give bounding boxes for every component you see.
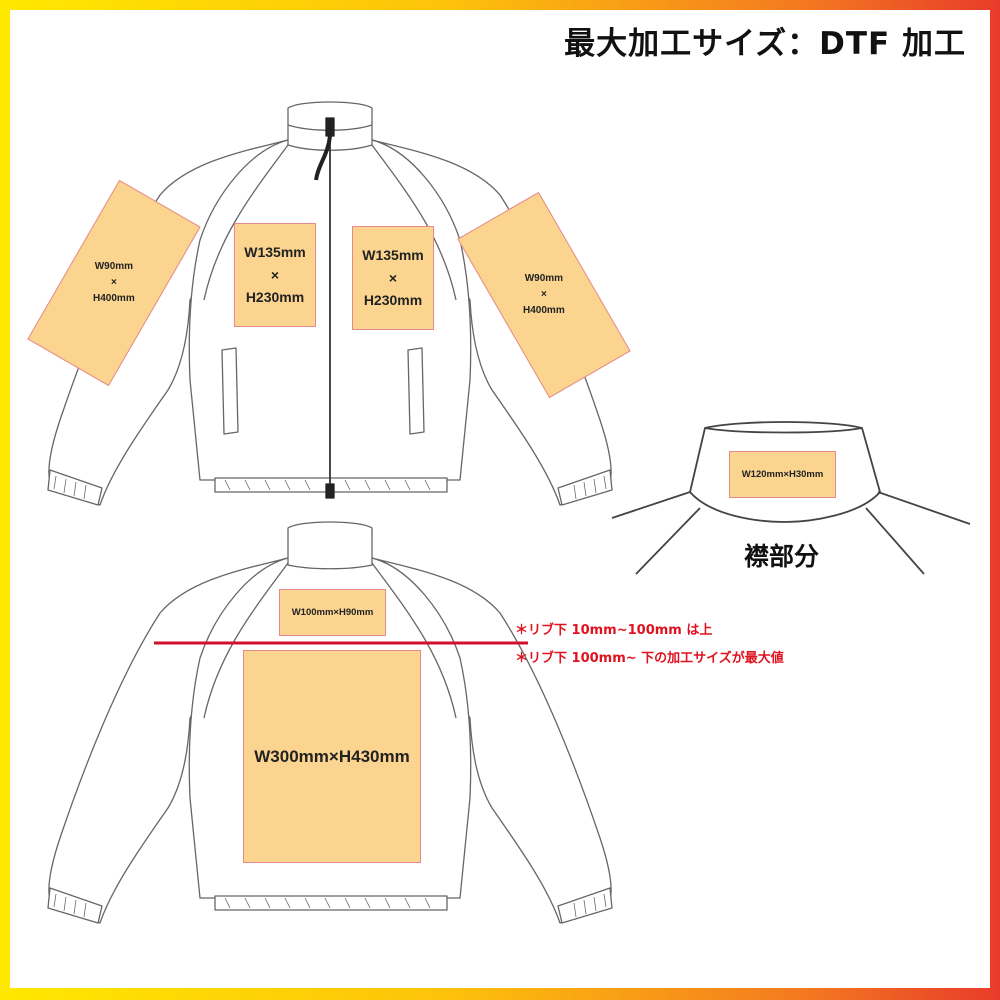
zone-times: × (541, 289, 547, 301)
zone-height: H230mm (245, 289, 305, 306)
page-title: 最大加工サイズ：DTF 加工 (564, 26, 966, 62)
zone-times: × (388, 269, 398, 286)
collar-zone-label: W120mm×H30mm (741, 469, 824, 480)
zone-times: × (111, 276, 117, 288)
back-main-zone-label: W300mm×H430mm (254, 746, 410, 766)
rib-note-upper: ＊リブ下 10mm~100mm は上 (515, 623, 713, 638)
front-chest-left-zone: W135mm × H230mm (234, 223, 316, 327)
zone-width: W135mm (362, 247, 424, 264)
zone-width: W90mm (524, 273, 564, 285)
front-chest-right-zone: W135mm × H230mm (352, 226, 434, 330)
zone-times: × (270, 266, 280, 283)
back-upper-zone: W100mm×H90mm (279, 589, 386, 636)
zone-width: W135mm (244, 244, 306, 261)
rib-note-lower: ＊リブ下 100mm~ 下の加工サイズが最大値 (515, 651, 784, 666)
back-main-zone: W300mm×H430mm (243, 650, 421, 863)
collar-zone: W120mm×H30mm (729, 451, 836, 498)
zone-height: H400mm (523, 305, 565, 317)
back-upper-zone-label: W100mm×H90mm (291, 607, 374, 618)
zone-width: W90mm (94, 260, 134, 272)
zone-height: H400mm (93, 292, 135, 304)
collar-section-label: 襟部分 (744, 542, 820, 571)
zone-height: H230mm (363, 292, 423, 309)
